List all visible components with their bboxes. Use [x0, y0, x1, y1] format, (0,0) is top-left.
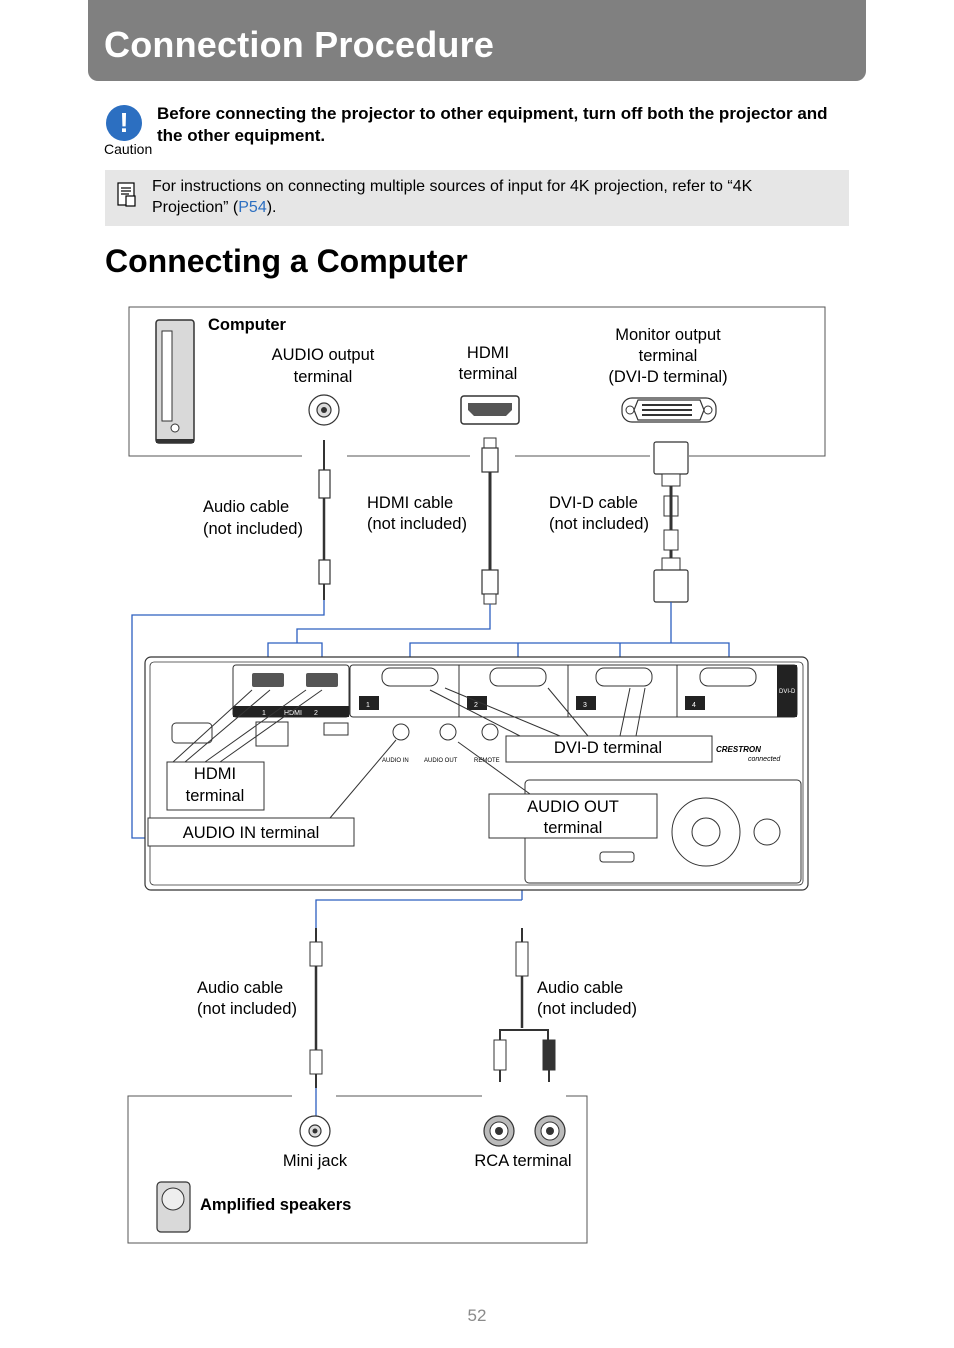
hdmi-cable-label: (not included) [367, 515, 467, 533]
audio-in-callout-label: AUDIO IN terminal [183, 824, 320, 842]
hdmi-callout-label: HDMI [194, 765, 236, 783]
note-text: For instructions on connecting multiple … [152, 176, 832, 218]
port-label-audio-out: AUDIO OUT [424, 758, 458, 764]
audio-out-callout-label: AUDIO OUT [527, 798, 619, 816]
crestron-brand-sub: connected [748, 756, 781, 763]
lower-audio-cable-label: (not included) [537, 1000, 637, 1018]
callout-lines [172, 687, 646, 819]
audio-cable-label: Audio cable [203, 498, 289, 516]
hdmi-callout-label: terminal [186, 787, 245, 805]
dvi-port-number: 1 [366, 702, 370, 709]
monitor-output-label: (DVI-D terminal) [608, 368, 727, 386]
dvi-cable-upper [653, 441, 689, 603]
dvi-port-number: 2 [474, 702, 478, 709]
audio-cable-lower-left [309, 928, 323, 1088]
hdmi-port-number: 1 [262, 710, 266, 717]
audio-output-label: terminal [294, 368, 353, 386]
audio-output-port-icon [308, 394, 340, 426]
audio-cable-label: (not included) [203, 520, 303, 538]
note-icon [117, 182, 136, 207]
speakers-label: Amplified speakers [200, 1196, 351, 1214]
dvi-callout-box [505, 735, 713, 763]
mini-jack-label: Mini jack [283, 1152, 348, 1170]
page-title: Connection Procedure [104, 24, 495, 65]
hdmi-cable-label: HDMI cable [367, 494, 453, 512]
panel-hdmi-ports [252, 673, 338, 687]
audio-cable-lower-right [493, 928, 556, 1082]
dvi-port-number: 3 [583, 702, 587, 709]
page-link[interactable]: P54 [238, 199, 267, 216]
lower-audio-cable-label: (not included) [197, 1000, 297, 1018]
port-label-remote: REMOTE [474, 758, 500, 764]
computer-label: Computer [208, 316, 286, 334]
speaker-icon [156, 1181, 191, 1233]
dvi-port-number: 4 [692, 702, 696, 709]
speakers-box [127, 1095, 588, 1244]
connection-lines [131, 600, 730, 1132]
hdmi-output-label: terminal [459, 365, 518, 383]
section-title: Connecting a Computer [105, 243, 468, 279]
caution-icon: ! [106, 105, 142, 141]
note-text-part: For instructions on connecting multiple … [152, 178, 753, 216]
audio-output-label: AUDIO output [272, 346, 375, 364]
audio-out-callout-label: terminal [544, 819, 603, 837]
panel-misc-ports [171, 721, 499, 747]
caution-box: ! Caution Before connecting the projecto… [104, 103, 849, 159]
page-header: Connection Procedure [88, 0, 866, 81]
dvi-cable-label: (not included) [549, 515, 649, 533]
rca-terminal-label: RCA terminal [474, 1152, 571, 1170]
crestron-brand: CRESTRON [716, 745, 761, 754]
dvi-output-port-icon [621, 397, 717, 423]
monitor-output-label: terminal [639, 347, 698, 365]
hdmi-port-number: 2 [314, 710, 318, 717]
hdmi-callout-box [166, 761, 265, 811]
panel-dvi-ports [359, 667, 757, 710]
computer-tower-icon [155, 319, 195, 444]
dvi-cable-label: DVI-D cable [549, 494, 638, 512]
lower-audio-cable-label: Audio cable [537, 979, 623, 997]
dvi-callout-label: DVI-D terminal [554, 739, 662, 757]
page-number: 52 [467, 1306, 487, 1325]
rca-terminal-icon [483, 1115, 566, 1147]
caution-text: Before connecting the projector to other… [157, 104, 828, 145]
note-text-part: ). [266, 199, 277, 216]
monitor-output-label: Monitor output [615, 326, 721, 344]
hdmi-port-tag: HDMI [284, 710, 302, 717]
dvi-port-tag: DVI-D [779, 689, 796, 695]
lower-audio-cable-label: Audio cable [197, 979, 283, 997]
caution-icon-label: Caution [104, 141, 153, 157]
audio-out-callout-box [488, 793, 658, 839]
control-pad-icon [599, 797, 781, 867]
hdmi-output-label: HDMI [467, 344, 509, 362]
port-label-audio-in: AUDIO IN [382, 758, 409, 764]
note-box: For instructions on connecting multiple … [105, 170, 849, 226]
hdmi-output-port-icon [460, 395, 520, 425]
audio-in-callout-box [147, 817, 355, 847]
computer-box [128, 306, 826, 457]
audio-cable-upper [318, 440, 331, 600]
mini-jack-icon [299, 1115, 331, 1147]
hdmi-cable-upper [481, 437, 499, 605]
